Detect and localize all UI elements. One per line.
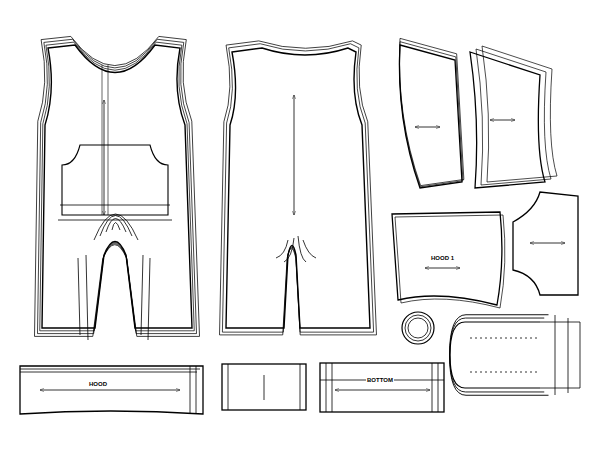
part-label: BOTTOM bbox=[366, 377, 394, 383]
part-label: HOOD bbox=[88, 381, 108, 387]
part-label: HOOD 1 bbox=[430, 255, 455, 261]
